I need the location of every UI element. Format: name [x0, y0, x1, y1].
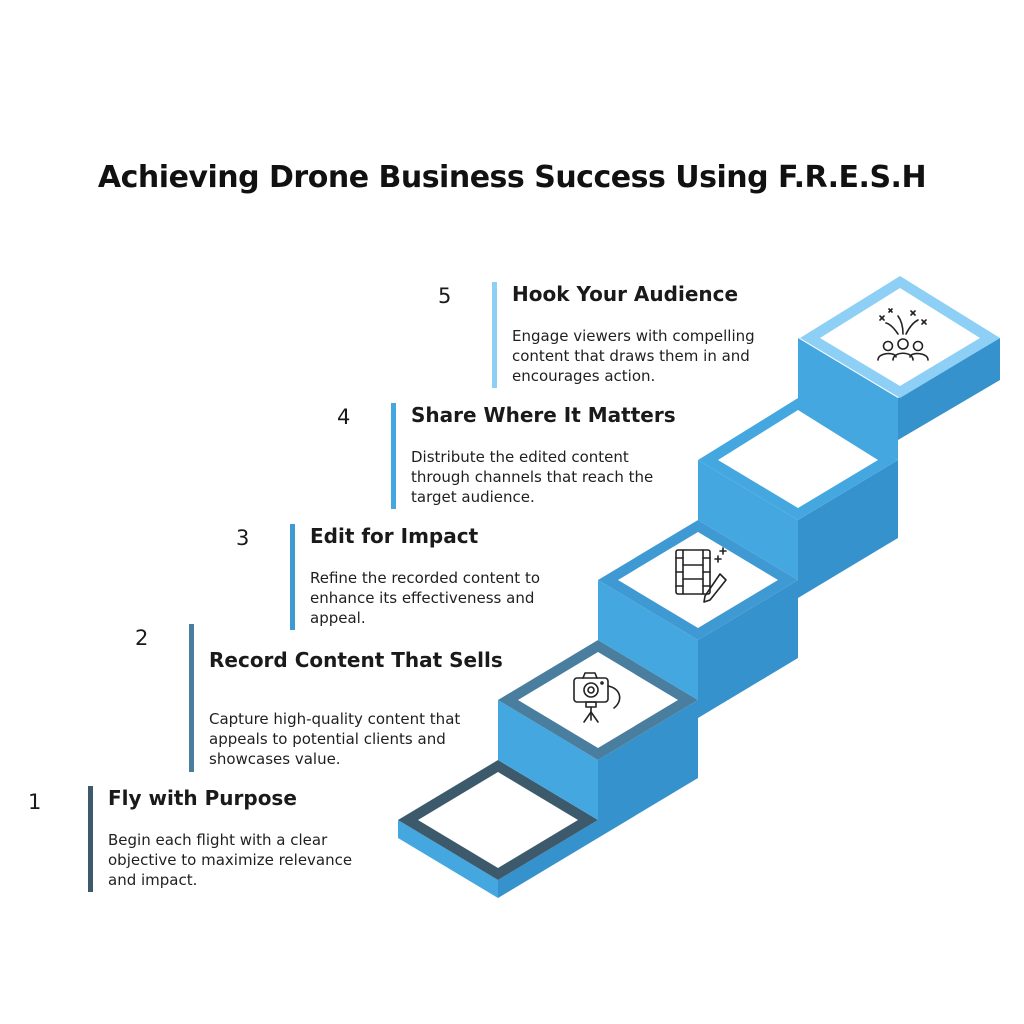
stair-riser-4-side: [898, 338, 1000, 440]
step-1-description: Begin each flight with a clear objective…: [108, 831, 353, 889]
camera-on-tripod-icon: [573, 672, 621, 723]
step-2-number: 2: [135, 626, 149, 650]
step-4-description: Distribute the edited content through ch…: [411, 448, 654, 506]
step-5-description: Engage viewers with compelling content t…: [512, 327, 755, 385]
audience-celebration-icon: [877, 308, 929, 361]
step-3-number: 3: [236, 526, 250, 550]
step-2-description: Capture high-quality content that appeal…: [209, 710, 461, 768]
stair-riser-1-side: [598, 700, 698, 838]
stair-step-3-face: [618, 532, 778, 628]
stair-step-4-face: [718, 410, 878, 508]
step-5-heading: Hook Your Audience: [512, 282, 739, 306]
step-3-accent-bar: [290, 524, 295, 630]
stair-riser-3-side: [798, 460, 898, 598]
stair-step-5-face: [820, 288, 980, 386]
step-5-accent-bar: [492, 282, 497, 388]
step-3-heading: Edit for Impact: [310, 524, 479, 548]
step-5-number: 5: [438, 284, 452, 308]
step-3-description: Refine the recorded content to enhance i…: [310, 569, 541, 627]
stair-riser-3: [698, 460, 798, 580]
step-1-heading: Fly with Purpose: [108, 786, 297, 810]
step-2-accent-bar: [189, 624, 194, 772]
stair-step-5: [800, 276, 1000, 398]
stair-step-1-front: [398, 820, 498, 898]
step-1-accent-bar: [88, 786, 93, 892]
stair-step-1-side: [498, 820, 598, 898]
step-4-accent-bar: [391, 403, 396, 509]
stair-riser-1: [498, 700, 598, 820]
stair-step-1-face: [418, 772, 578, 868]
stair-riser-4: [798, 338, 898, 460]
page-title: Achieving Drone Business Success Using F…: [97, 160, 927, 195]
step-4-heading: Share Where It Matters: [411, 403, 676, 427]
stair-riser-2-side: [698, 580, 798, 718]
step-2-heading: Record Content That Sells: [209, 648, 503, 672]
stair-step-2-face: [518, 652, 678, 748]
stair-riser-2: [598, 580, 698, 700]
step-1-number: 1: [28, 790, 42, 814]
stair-step-4: [698, 398, 898, 520]
film-strip-with-pen-icon: [675, 547, 727, 603]
step-4-number: 4: [337, 405, 351, 429]
